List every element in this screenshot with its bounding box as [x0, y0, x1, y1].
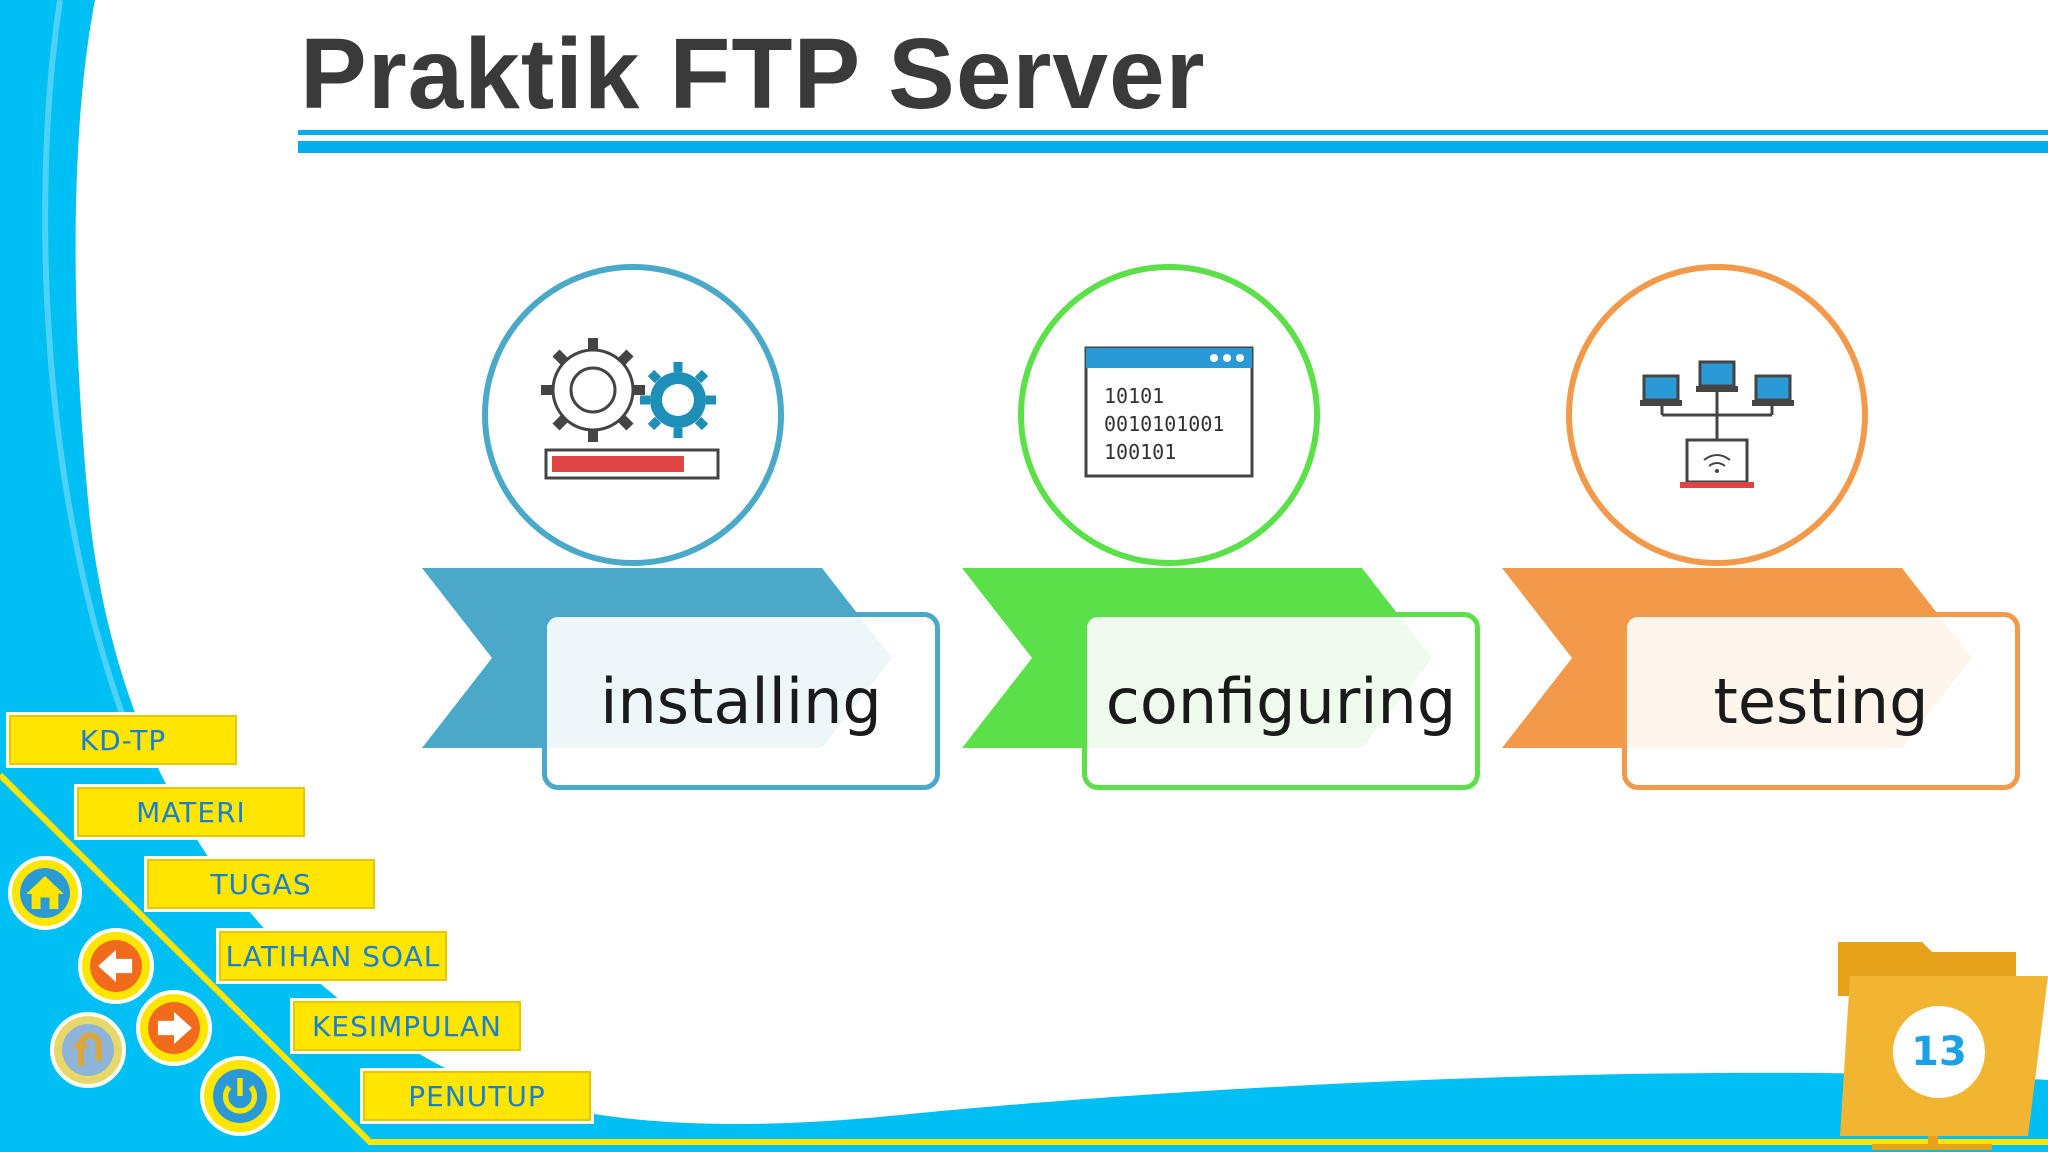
- title-underline-thick: [298, 141, 2048, 153]
- slide-title: Praktik FTP Server: [300, 18, 1206, 130]
- power-button[interactable]: [200, 1056, 280, 1136]
- step-configuring: configuring: [1082, 612, 1480, 790]
- binary-window-icon: 10101 0010101001 100101: [1084, 346, 1254, 478]
- svg-text:10101: 10101: [1104, 384, 1164, 408]
- back-arrow-icon: [90, 940, 142, 992]
- next-arrow-icon: [148, 1002, 200, 1054]
- page-number: 13: [1893, 1006, 1985, 1098]
- nav-kesimpulan[interactable]: KESIMPULAN: [290, 998, 524, 1054]
- svg-text:100101: 100101: [1104, 440, 1176, 464]
- nav-tugas[interactable]: TUGAS: [144, 856, 378, 912]
- back-button[interactable]: [78, 928, 154, 1004]
- nav-penutup[interactable]: PENUTUP: [360, 1068, 594, 1124]
- undo-icon: [62, 1024, 114, 1076]
- undo-button[interactable]: [50, 1012, 126, 1088]
- network-computers-icon: [1640, 360, 1794, 488]
- nav-materi[interactable]: MATERI: [74, 784, 308, 840]
- home-icon: [20, 868, 70, 918]
- installing-icon-circle: [482, 264, 784, 566]
- title-underline-thin: [298, 130, 2048, 135]
- step-installing: installing: [542, 612, 940, 790]
- gears-progress-icon: [541, 338, 720, 480]
- step-testing: testing: [1622, 612, 2020, 790]
- svg-text:0010101001: 0010101001: [1104, 412, 1224, 436]
- power-icon: [213, 1069, 267, 1123]
- configuring-icon-circle: 10101 0010101001 100101: [1018, 264, 1320, 566]
- nav-latihan-soal[interactable]: LATIHAN SOAL: [216, 928, 450, 984]
- nav-kd-tp[interactable]: KD-TP: [6, 712, 240, 768]
- next-button[interactable]: [136, 990, 212, 1066]
- testing-icon-circle: [1566, 264, 1868, 566]
- home-button[interactable]: [8, 856, 82, 930]
